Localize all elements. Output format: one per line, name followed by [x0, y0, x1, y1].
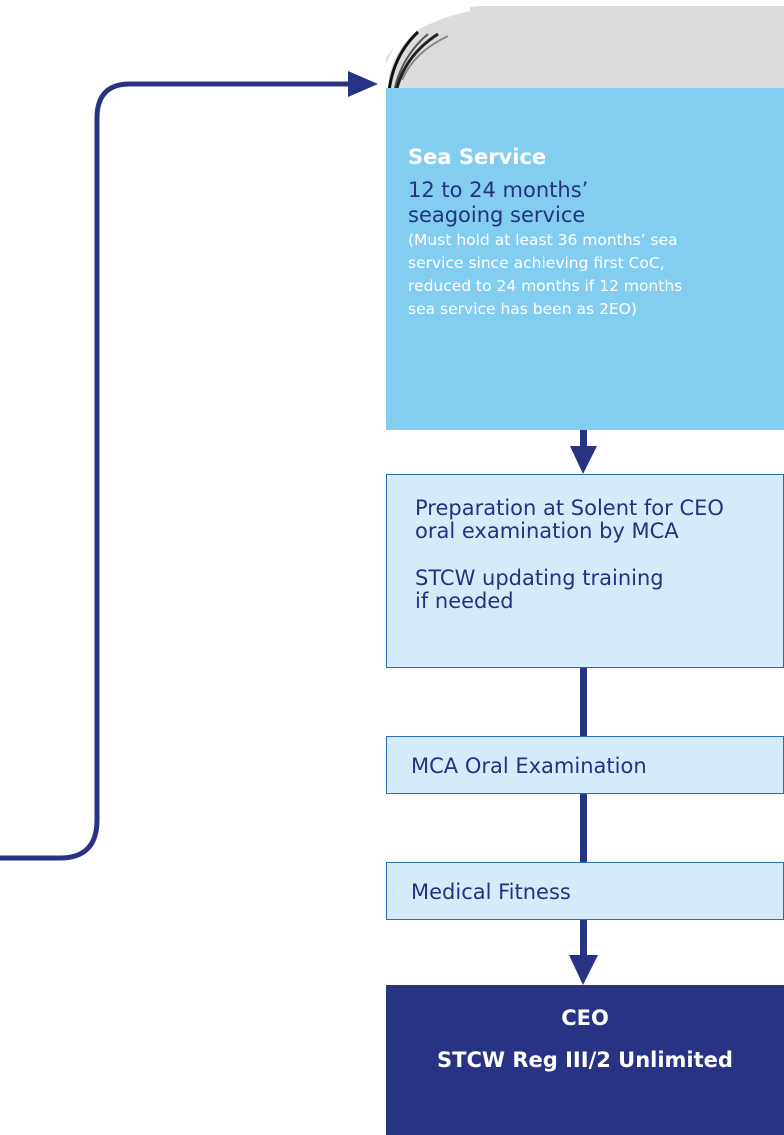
sea-service-box: Sea Service 12 to 24 months’ seagoing se… — [386, 88, 784, 430]
arrow-down-icon — [569, 955, 598, 985]
preparation-line1: Preparation at Solent for CEO — [415, 496, 724, 520]
medical-fitness-box: Medical Fitness — [386, 862, 784, 920]
sea-service-note-line1: (Must hold at least 36 months’ sea — [408, 231, 678, 249]
flow-line-prep-oral — [580, 668, 587, 736]
loop-connector — [0, 81, 355, 861]
sea-service-title: Sea Service — [408, 145, 547, 169]
page-curl-icon — [382, 5, 784, 109]
sea-service-note-line2: service since achieving first CoC, — [408, 254, 665, 272]
sea-service-main-line1: 12 to 24 months’ — [408, 178, 589, 202]
sea-service-note: (Must hold at least 36 months’ sea servi… — [408, 229, 764, 321]
sea-service-main-line2: seagoing service — [408, 203, 586, 227]
loop-arrowhead-icon — [348, 71, 378, 97]
oral-exam-box: MCA Oral Examination — [386, 736, 784, 794]
flow-line-oral-med — [580, 794, 587, 862]
sea-service-note-line3: reduced to 24 months if 12 months — [408, 277, 683, 295]
ceo-title: CEO — [561, 1006, 609, 1030]
preparation-box: Preparation at Solent for CEO oral exami… — [386, 474, 784, 668]
ceo-result-box: CEO STCW Reg III/2 Unlimited — [386, 985, 784, 1135]
flow-line-med-ceo — [580, 920, 587, 958]
ceo-subtitle: STCW Reg III/2 Unlimited — [437, 1048, 733, 1072]
flow-line-sea-prep — [580, 430, 587, 454]
oral-exam-label: MCA Oral Examination — [411, 754, 647, 778]
medical-fitness-label: Medical Fitness — [411, 880, 571, 904]
preparation-line3: STCW updating training — [415, 566, 664, 590]
sea-service-note-line4: sea service has been as 2EO) — [408, 300, 637, 318]
preparation-line4: if needed — [415, 589, 514, 613]
preparation-line2: oral examination by MCA — [415, 519, 679, 543]
arrow-down-icon — [570, 446, 597, 474]
